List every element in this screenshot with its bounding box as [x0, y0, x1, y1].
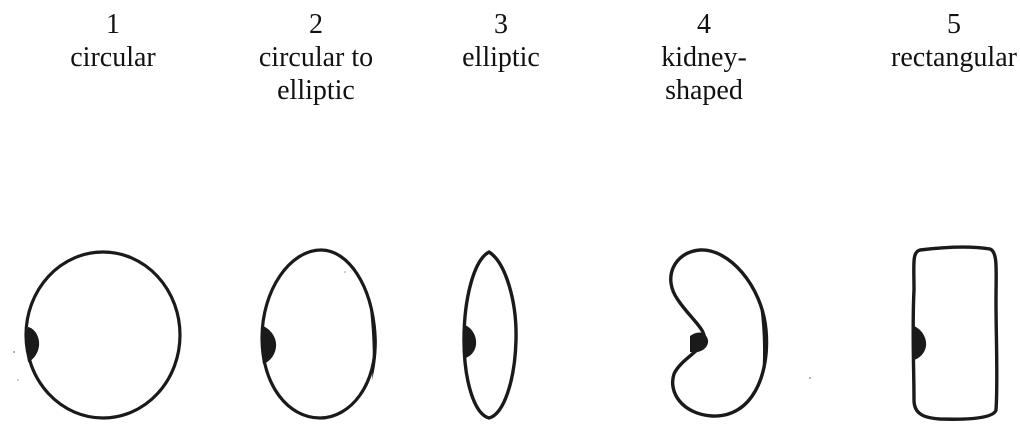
speck: [809, 377, 811, 379]
seed-circular-outline: [26, 252, 180, 418]
seed-circular-hilum: [27, 327, 40, 362]
seed-circular-to-elliptic-hilum: [262, 326, 277, 364]
seed-circular-to-elliptic: [262, 250, 377, 418]
seed-elliptic-hilum: [464, 325, 477, 358]
seed-elliptic: [464, 252, 517, 418]
seed-circular: [26, 252, 180, 418]
seed-kidney-shaped-hilum: [690, 333, 708, 353]
seed-kidney-shaped: [671, 250, 767, 416]
speck: [17, 379, 19, 381]
seed-rectangular: [913, 247, 997, 419]
seed-rectangular-outline: [913, 247, 997, 419]
seed-circular-to-elliptic-thickening: [369, 300, 377, 380]
seed-circular-to-elliptic-outline: [262, 250, 375, 418]
speck: [344, 271, 346, 273]
scan-specks: [13, 271, 811, 381]
seed-rectangular-hilum: [913, 326, 927, 360]
seed-kidney-shaped-outline: [671, 250, 767, 416]
speck: [13, 351, 15, 353]
